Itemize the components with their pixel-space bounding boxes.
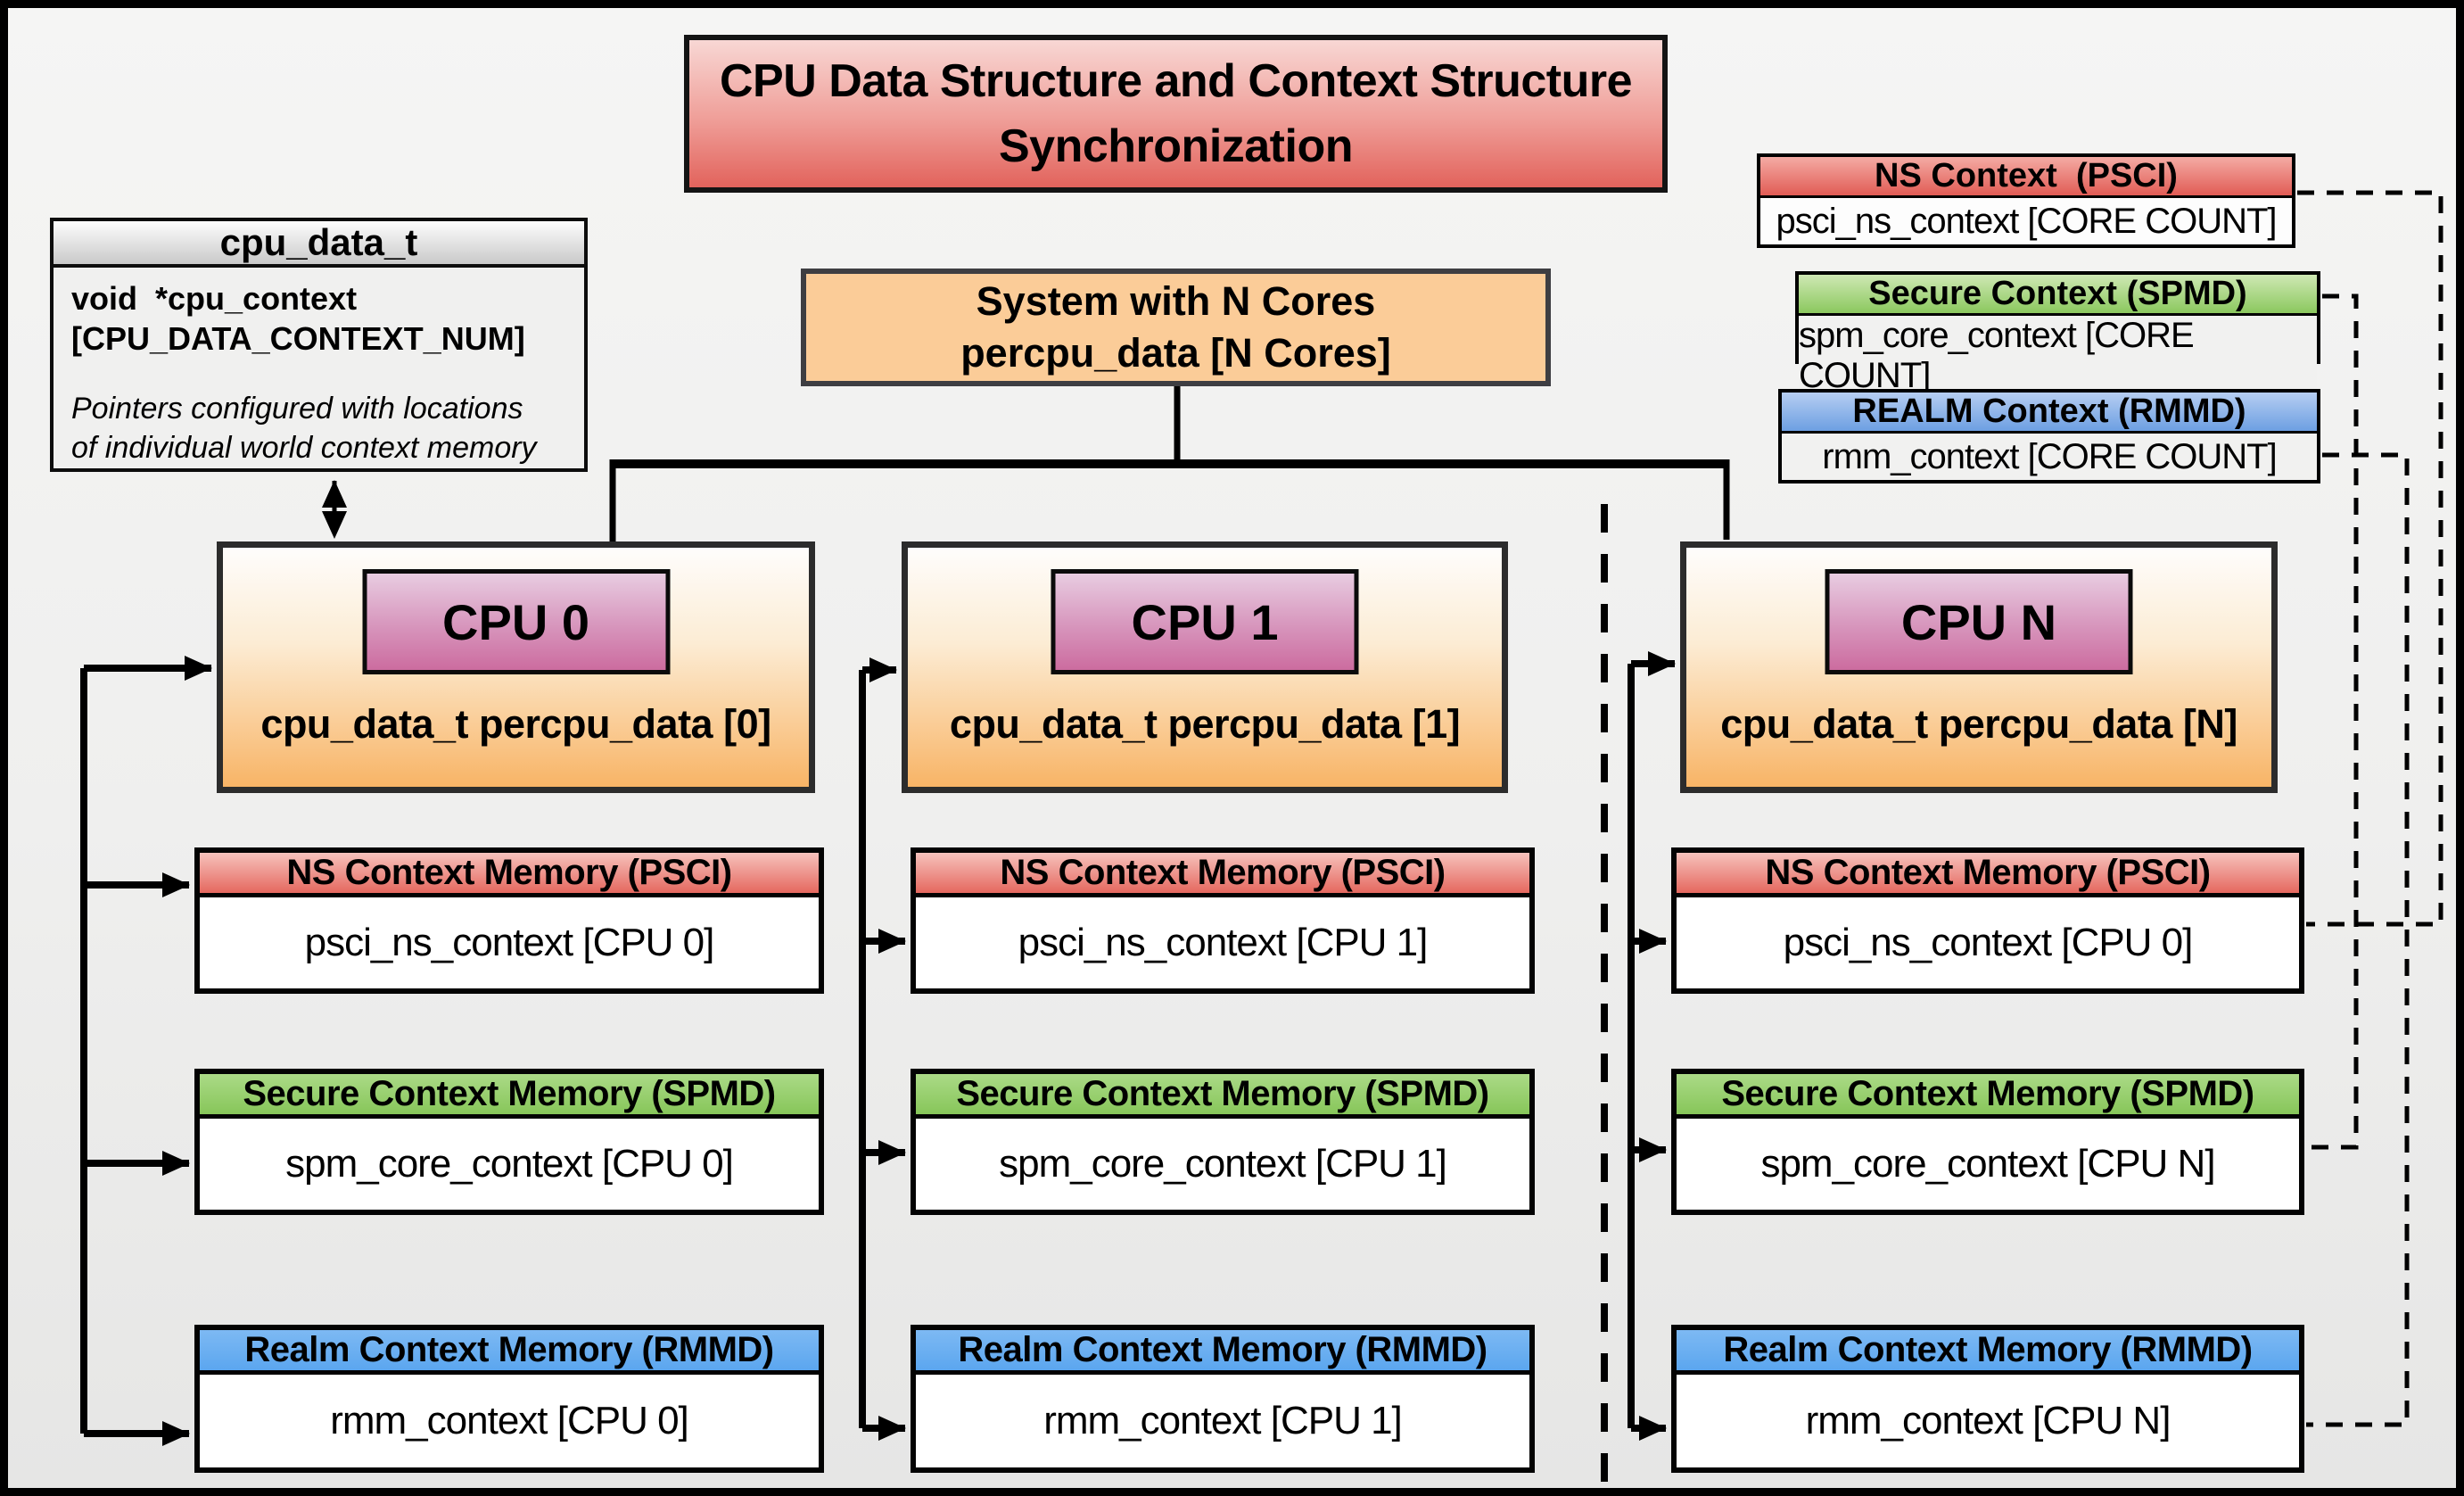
- cpun-label: CPU N: [1825, 569, 2133, 674]
- cpu0-box: CPU 0 cpu_data_t percpu_data [0]: [217, 541, 815, 793]
- cpu-data-t-field-line2: [CPU_DATA_CONTEXT_NUM]: [71, 320, 525, 357]
- cpun-secure-body: spm_core_context [CPU N]: [1677, 1119, 2299, 1210]
- legend-spmd-body: spm_core_context [CORE COUNT]: [1799, 316, 2317, 396]
- cpu0-ns-context-memory: NS Context Memory (PSCI) psci_ns_context…: [194, 847, 824, 994]
- cpu0-ns-body: psci_ns_context [CPU 0]: [200, 897, 819, 988]
- cpun-box: CPU N cpu_data_t percpu_data [N]: [1680, 541, 2278, 793]
- cpun-secure-context-memory: Secure Context Memory (SPMD) spm_core_co…: [1671, 1069, 2304, 1215]
- cpu-data-t-body: void *cpu_context [CPU_DATA_CONTEXT_NUM]…: [54, 268, 584, 476]
- legend-rmmd-body: rmm_context [CORE COUNT]: [1782, 434, 2317, 480]
- cpu-data-t-struct: cpu_data_t void *cpu_context [CPU_DATA_C…: [50, 218, 588, 472]
- cpu1-label: CPU 1: [1051, 569, 1359, 674]
- cpun-realm-body: rmm_context [CPU N]: [1677, 1375, 2299, 1467]
- cpu1-ns-header: NS Context Memory (PSCI): [916, 853, 1529, 897]
- cpun-realm-header: Realm Context Memory (RMMD): [1677, 1330, 2299, 1375]
- system-box-line2: percpu_data [N Cores]: [960, 330, 1391, 376]
- system-box: System with N Cores percpu_data [N Cores…: [801, 269, 1551, 386]
- cpu0-realm-body: rmm_context [CPU 0]: [200, 1375, 819, 1467]
- cpun-ns-header: NS Context Memory (PSCI): [1677, 853, 2299, 897]
- cpu0-secure-context-memory: Secure Context Memory (SPMD) spm_core_co…: [194, 1069, 824, 1215]
- cpu1-secure-context-memory: Secure Context Memory (SPMD) spm_core_co…: [911, 1069, 1535, 1215]
- diagram-title: CPU Data Structure and Context Structure…: [684, 35, 1668, 193]
- cpun-secure-header: Secure Context Memory (SPMD): [1677, 1074, 2299, 1119]
- cpu-data-t-field-line1: void *cpu_context: [71, 280, 358, 317]
- legend-rmmd-header: REALM Context (RMMD): [1782, 393, 2317, 434]
- cpu0-label: CPU 0: [362, 569, 670, 674]
- cpu1-ns-body: psci_ns_context [CPU 1]: [916, 897, 1529, 988]
- link-rmmd-legend-to-cpun: [2306, 452, 2410, 1427]
- legend-ns-body: psci_ns_context [CORE COUNT]: [1760, 198, 2292, 244]
- cpu1-realm-body: rmm_context [CPU 1]: [916, 1375, 1529, 1467]
- cpu1-percpu-data: cpu_data_t percpu_data [1]: [949, 701, 1461, 747]
- cpu1-realm-header: Realm Context Memory (RMMD): [916, 1330, 1529, 1375]
- cpun-realm-context-memory: Realm Context Memory (RMMD) rmm_context …: [1671, 1325, 2304, 1473]
- cpu0-percpu-data: cpu_data_t percpu_data [0]: [260, 701, 771, 747]
- cpun-ns-body: psci_ns_context [CPU 0]: [1677, 897, 2299, 988]
- cpu1-realm-context-memory: Realm Context Memory (RMMD) rmm_context …: [911, 1325, 1535, 1473]
- cpu1-ns-context-memory: NS Context Memory (PSCI) psci_ns_context…: [911, 847, 1535, 994]
- cpu-data-t-note-line2: of individual world context memory: [71, 431, 537, 466]
- legend-ns-context: NS Context (PSCI) psci_ns_context [CORE …: [1757, 153, 2295, 248]
- legend-secure-context: Secure Context (SPMD) spm_core_context […: [1795, 271, 2320, 396]
- legend-spmd-header: Secure Context (SPMD): [1799, 275, 2317, 316]
- cpun-ns-context-memory: NS Context Memory (PSCI) psci_ns_context…: [1671, 847, 2304, 994]
- legend-ns-header: NS Context (PSCI): [1760, 157, 2292, 198]
- cpu1-secure-body: spm_core_context [CPU 1]: [916, 1119, 1529, 1210]
- system-box-line1: System with N Cores: [976, 277, 1376, 324]
- diagram-title-line2: Synchronization: [999, 120, 1353, 172]
- connector-layer: [80, 190, 2443, 1488]
- cpu-data-t-header: cpu_data_t: [54, 221, 584, 268]
- legend-realm-context: REALM Context (RMMD) rmm_context [CORE C…: [1778, 389, 2320, 484]
- link-ns-legend-to-cpun: [2297, 190, 2443, 927]
- cpun-percpu-data: cpu_data_t percpu_data [N]: [1720, 701, 2237, 747]
- diagram-title-line1: CPU Data Structure and Context Structure: [719, 54, 1633, 107]
- cpu1-box: CPU 1 cpu_data_t percpu_data [1]: [902, 541, 1508, 793]
- cpu-data-t-note-line1: Pointers configured with locations: [71, 392, 523, 426]
- cpu0-secure-header: Secure Context Memory (SPMD): [200, 1074, 819, 1119]
- link-spmd-legend-to-cpun: [2306, 293, 2359, 1150]
- cpu0-realm-header: Realm Context Memory (RMMD): [200, 1330, 819, 1375]
- cpu0-ns-header: NS Context Memory (PSCI): [200, 853, 819, 897]
- cpu0-realm-context-memory: Realm Context Memory (RMMD) rmm_context …: [194, 1325, 824, 1473]
- cpu-data-t-note: Pointers configured with locations of in…: [71, 389, 566, 467]
- cpu1-secure-header: Secure Context Memory (SPMD): [916, 1074, 1529, 1119]
- cpu0-secure-body: spm_core_context [CPU 0]: [200, 1119, 819, 1210]
